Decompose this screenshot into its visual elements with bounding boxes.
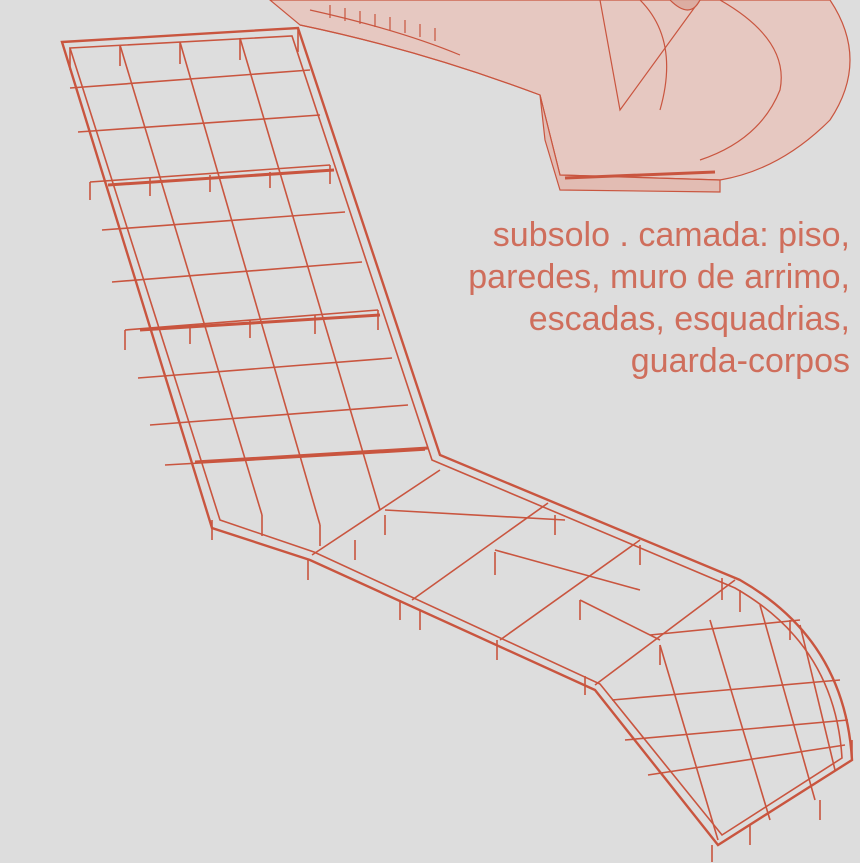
layer-caption: subsolo . camada: piso, paredes, muro de…: [390, 214, 850, 382]
caption-line-3: escadas, esquadrias,: [528, 300, 850, 338]
caption-line-4: guarda-corpos: [630, 342, 850, 380]
upper-floor-volume: [269, 0, 851, 193]
basement-structural-grid: [60, 26, 854, 862]
caption-line-1: subsolo . camada: piso,: [492, 216, 850, 254]
caption-line-2: paredes, muro de arrimo,: [468, 258, 850, 296]
